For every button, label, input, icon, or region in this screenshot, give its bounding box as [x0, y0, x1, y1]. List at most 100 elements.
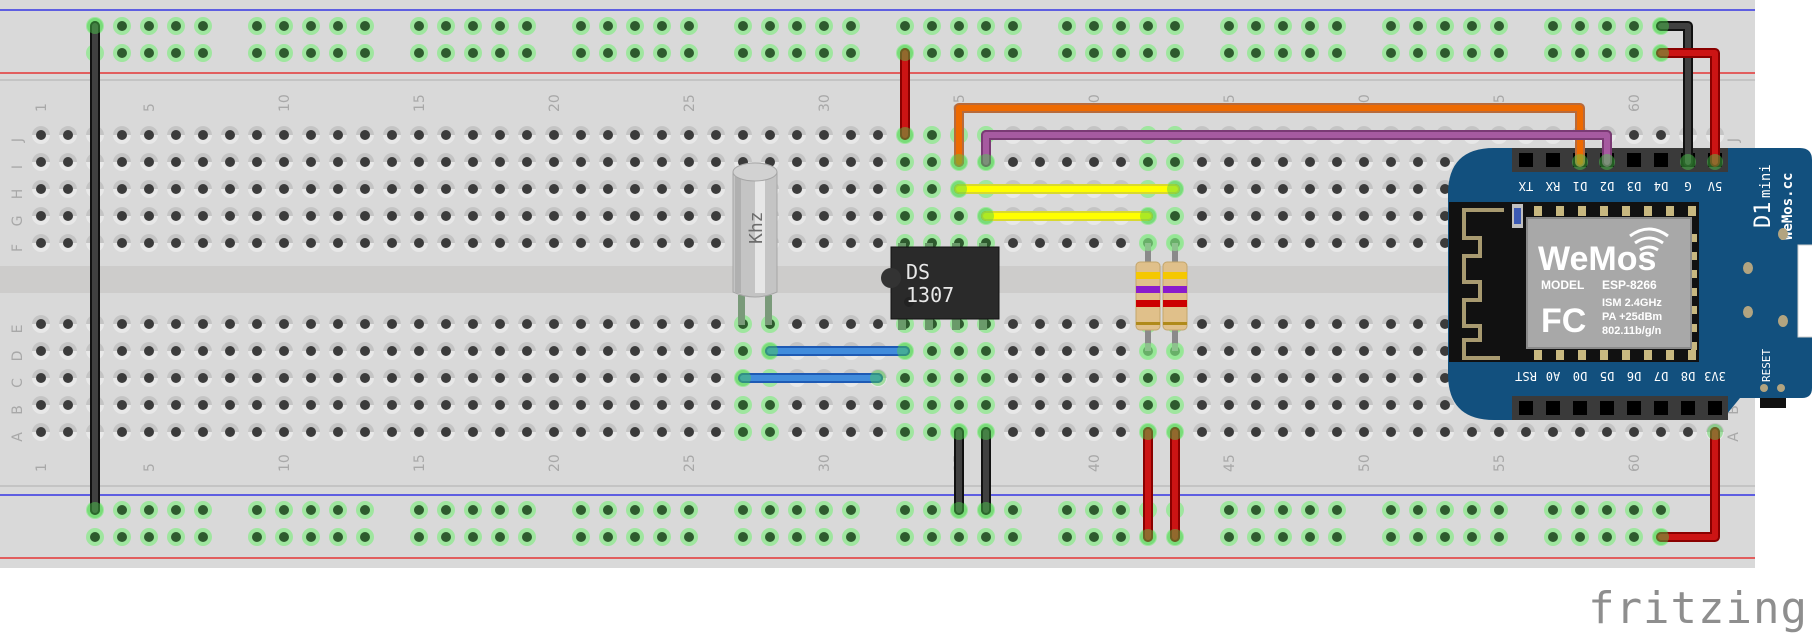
hole[interactable]	[383, 234, 401, 252]
hole[interactable]	[329, 315, 347, 333]
hole[interactable]	[59, 126, 77, 144]
hole[interactable]	[842, 126, 860, 144]
hole[interactable]	[788, 153, 806, 171]
hole[interactable]	[194, 234, 212, 252]
hole[interactable]	[356, 315, 374, 333]
wire-blue-1[interactable]	[762, 343, 913, 359]
hole-connected[interactable]	[572, 501, 590, 519]
hole-connected[interactable]	[923, 207, 941, 225]
hole[interactable]	[410, 234, 428, 252]
hole[interactable]	[221, 207, 239, 225]
hole[interactable]	[1328, 423, 1346, 441]
hole[interactable]	[869, 153, 887, 171]
hole-connected[interactable]	[1220, 501, 1238, 519]
hole[interactable]	[869, 396, 887, 414]
hole[interactable]	[1328, 234, 1346, 252]
hole[interactable]	[842, 180, 860, 198]
hole[interactable]	[1436, 423, 1454, 441]
hole[interactable]	[248, 315, 266, 333]
hole-connected[interactable]	[1247, 17, 1265, 35]
hole[interactable]	[1652, 126, 1670, 144]
hole[interactable]	[410, 153, 428, 171]
hole[interactable]	[140, 207, 158, 225]
hole[interactable]	[464, 126, 482, 144]
header-pin[interactable]	[1627, 153, 1641, 167]
hole[interactable]	[815, 234, 833, 252]
hole-connected[interactable]	[977, 342, 995, 360]
hole-connected[interactable]	[761, 501, 779, 519]
hole-connected[interactable]	[950, 17, 968, 35]
hole-connected[interactable]	[1220, 44, 1238, 62]
hole-connected[interactable]	[1490, 528, 1508, 546]
wire-end[interactable]	[1653, 18, 1669, 34]
hole[interactable]	[842, 153, 860, 171]
hole-connected[interactable]	[1166, 153, 1184, 171]
wire-yellow-2[interactable]	[978, 208, 1156, 224]
hole-connected[interactable]	[761, 396, 779, 414]
hole-connected[interactable]	[113, 528, 131, 546]
hole[interactable]	[869, 315, 887, 333]
hole-connected[interactable]	[167, 17, 185, 35]
hole[interactable]	[59, 180, 77, 198]
hole-connected[interactable]	[572, 44, 590, 62]
hole[interactable]	[1409, 369, 1427, 387]
hole-connected[interactable]	[599, 501, 617, 519]
hole[interactable]	[410, 396, 428, 414]
hole-connected[interactable]	[734, 17, 752, 35]
hole-connected[interactable]	[1328, 44, 1346, 62]
hole[interactable]	[464, 153, 482, 171]
hole[interactable]	[1193, 207, 1211, 225]
hole[interactable]	[1355, 342, 1373, 360]
hole[interactable]	[1679, 423, 1697, 441]
hole[interactable]	[815, 315, 833, 333]
resistor[interactable]	[1135, 235, 1161, 359]
hole[interactable]	[680, 423, 698, 441]
hole[interactable]	[1058, 315, 1076, 333]
hole-connected[interactable]	[1598, 528, 1616, 546]
hole[interactable]	[1625, 423, 1643, 441]
hole[interactable]	[464, 369, 482, 387]
hole[interactable]	[194, 207, 212, 225]
hole[interactable]	[275, 153, 293, 171]
hole[interactable]	[464, 207, 482, 225]
hole[interactable]	[167, 423, 185, 441]
hole-connected[interactable]	[1598, 44, 1616, 62]
hole[interactable]	[167, 342, 185, 360]
hole[interactable]	[815, 180, 833, 198]
hole[interactable]	[1031, 234, 1049, 252]
hole[interactable]	[626, 126, 644, 144]
hole[interactable]	[599, 180, 617, 198]
hole[interactable]	[1112, 342, 1130, 360]
hole-connected[interactable]	[1571, 528, 1589, 546]
hole[interactable]	[653, 396, 671, 414]
hole-connected[interactable]	[1409, 528, 1427, 546]
hole[interactable]	[1328, 342, 1346, 360]
hole[interactable]	[410, 342, 428, 360]
hole[interactable]	[1328, 396, 1346, 414]
hole[interactable]	[734, 126, 752, 144]
hole[interactable]	[275, 342, 293, 360]
hole[interactable]	[707, 234, 725, 252]
hole[interactable]	[545, 207, 563, 225]
hole[interactable]	[1301, 342, 1319, 360]
hole[interactable]	[329, 126, 347, 144]
hole[interactable]	[1409, 207, 1427, 225]
hole[interactable]	[59, 396, 77, 414]
hole-connected[interactable]	[1220, 17, 1238, 35]
wire-end[interactable]	[1140, 424, 1156, 440]
hole-connected[interactable]	[194, 44, 212, 62]
wire-end[interactable]	[897, 45, 913, 61]
hole-connected[interactable]	[1139, 44, 1157, 62]
hole-connected[interactable]	[1571, 501, 1589, 519]
hole[interactable]	[1193, 153, 1211, 171]
hole[interactable]	[626, 396, 644, 414]
hole[interactable]	[410, 315, 428, 333]
hole[interactable]	[653, 342, 671, 360]
hole[interactable]	[1355, 207, 1373, 225]
wire-end[interactable]	[951, 424, 967, 440]
hole-connected[interactable]	[1139, 17, 1157, 35]
hole[interactable]	[437, 342, 455, 360]
hole-connected[interactable]	[1544, 501, 1562, 519]
hole[interactable]	[140, 153, 158, 171]
wire-end[interactable]	[1680, 154, 1696, 170]
